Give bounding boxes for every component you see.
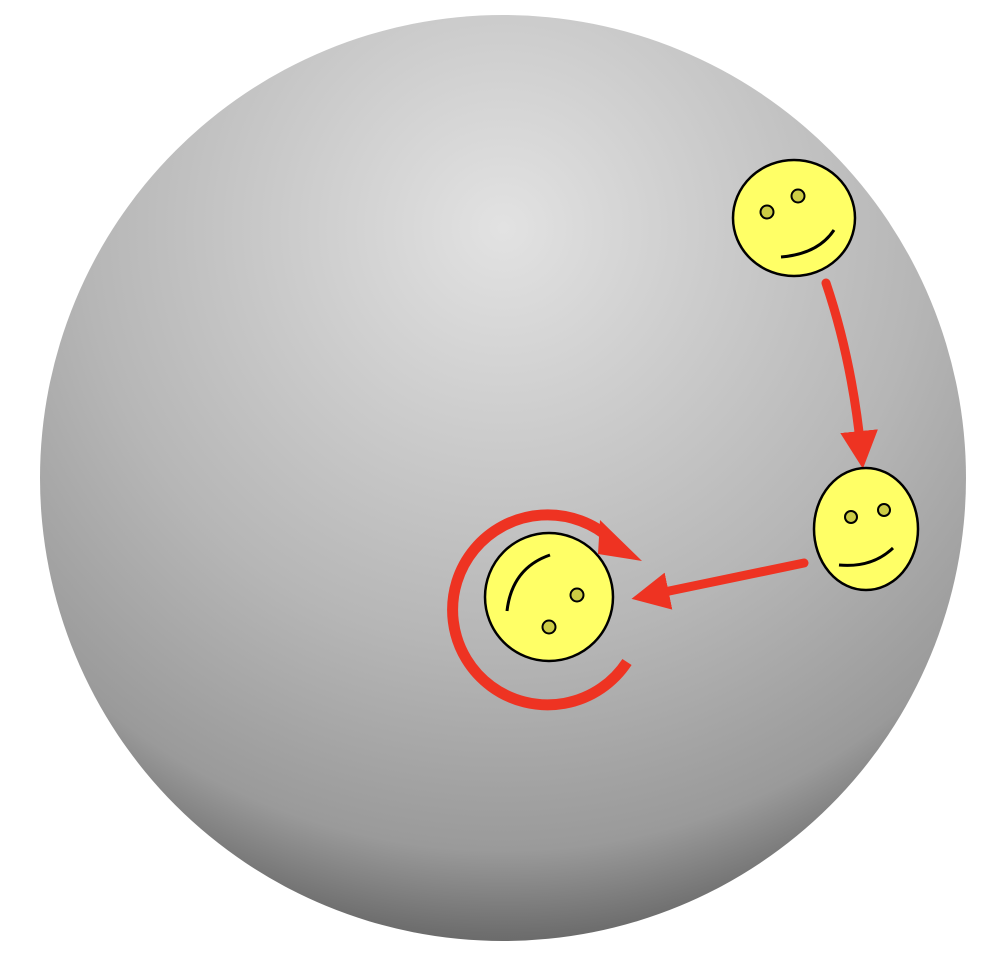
circular-arrow-head-icon xyxy=(594,520,642,561)
arrow-icon xyxy=(821,278,878,469)
circular-arrow-icon xyxy=(447,509,632,711)
smiley-face-icon xyxy=(483,531,615,663)
smiley-face-icon xyxy=(812,466,920,592)
arrow-icon xyxy=(631,558,809,610)
smiley-face-icon xyxy=(731,158,857,278)
sphere xyxy=(40,15,966,941)
